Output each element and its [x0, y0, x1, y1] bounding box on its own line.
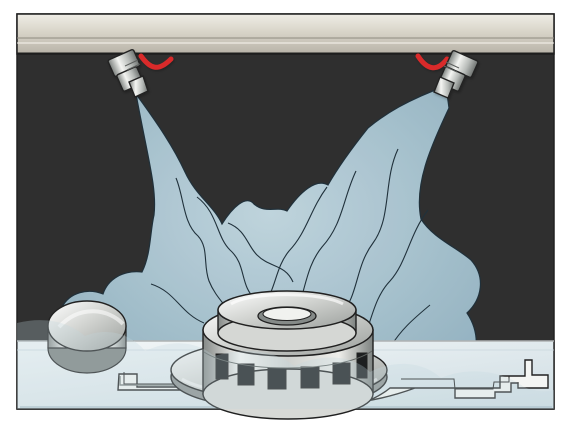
top-rail [17, 14, 554, 54]
top-ring [218, 291, 356, 351]
